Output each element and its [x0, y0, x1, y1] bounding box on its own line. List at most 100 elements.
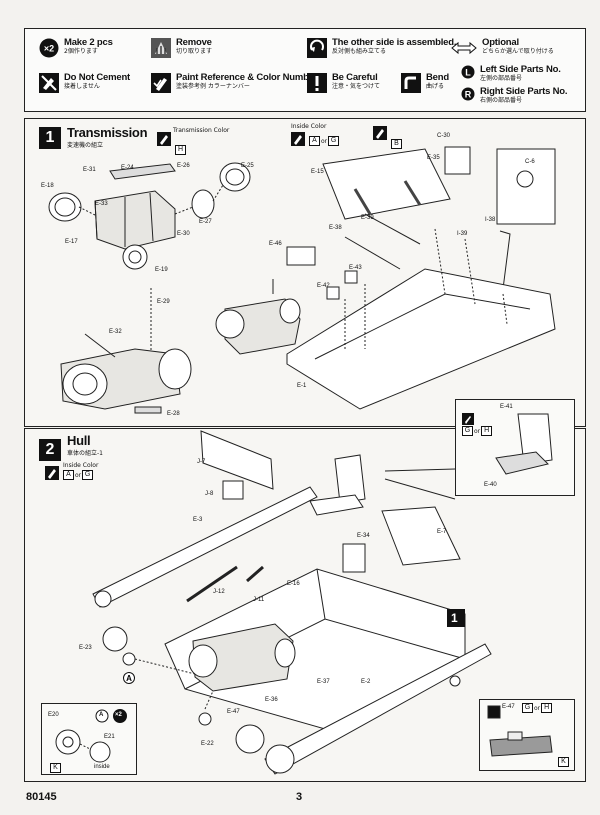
paint-code: B	[391, 139, 402, 149]
or-word: or	[534, 704, 541, 712]
legend-jp: 右側の部品番号	[480, 96, 523, 104]
part-label: E-37	[317, 679, 330, 685]
paint-code: G	[328, 136, 340, 146]
transmission-color-label: Transmission Color	[173, 127, 230, 134]
paint-reference-icon	[373, 125, 387, 144]
part-label: E-7	[437, 529, 447, 535]
part-label: C-6	[525, 159, 535, 165]
paint-code: A	[63, 470, 74, 480]
part-label: E-38	[329, 225, 342, 231]
other-side-icon	[307, 38, 327, 58]
part-label: E-15	[311, 169, 324, 175]
part-label: E-41	[500, 404, 513, 410]
marker-a-letter: A	[126, 674, 132, 683]
part-label: E-39	[361, 215, 374, 221]
legend-jp: どちらか選んで取り付ける	[482, 47, 554, 55]
marker-a: A	[123, 669, 135, 688]
paint-code: H	[175, 145, 186, 155]
transmission-color-code: H	[175, 136, 186, 155]
part-label: E-30	[177, 231, 190, 237]
part-label: J-11	[253, 597, 265, 603]
legend-label: Be Careful	[332, 72, 378, 83]
tool-color-codes: G or H	[522, 703, 553, 713]
part-label: E-31	[83, 167, 96, 173]
step-2-panel: 2 Hull 車体の組立-1 Inside Color A or G E-41 …	[24, 399, 586, 782]
optional-arrow-icon	[451, 38, 477, 58]
part-label: E-47	[227, 709, 240, 715]
part-label: E-29	[157, 299, 170, 305]
legend-jp: 曲げる	[426, 82, 445, 90]
part-label: E-47	[502, 704, 515, 710]
marker-a: A	[99, 712, 104, 718]
k-code: K	[50, 754, 61, 773]
legend-label: Left Side Parts No.	[480, 64, 561, 75]
legend-label: Remove	[176, 37, 212, 48]
tool-detail-drawing	[487, 705, 553, 757]
right-side-icon: R	[461, 87, 475, 101]
legend-jp: 左側の部品番号	[480, 74, 523, 82]
step-2-title: Hull	[67, 433, 91, 448]
inside-color-b: B	[391, 130, 402, 149]
part-label: E-24	[121, 165, 134, 171]
part-label: E-17	[65, 239, 78, 245]
part-label: J-7	[197, 459, 206, 465]
qty-x2: ×2	[115, 712, 122, 718]
legend-label: Optional	[482, 37, 519, 48]
part-label: E20	[48, 712, 59, 718]
part-label: E-26	[177, 163, 190, 169]
legend-right-side: R Right Side Parts No.右側の部品番号	[461, 87, 568, 104]
legend-jp: 2個作ります	[64, 47, 98, 55]
part-label: E-22	[201, 741, 214, 747]
paint-reference-icon	[45, 465, 59, 484]
legend-jp: 塗装参考例 カラーナンバー	[176, 82, 250, 90]
paint-code: G	[82, 470, 94, 480]
paint-code: K	[50, 763, 61, 773]
part-label: E-25	[241, 163, 254, 169]
tool-detail-box: E-47 G or H K	[479, 699, 575, 771]
part-label: E-40	[484, 482, 497, 488]
paint-code: H	[481, 426, 493, 436]
page-number: 3	[296, 791, 303, 803]
legend-label: Do Not Cement	[64, 72, 131, 83]
part-label: E-34	[357, 533, 370, 539]
part-label: C-30	[437, 133, 451, 139]
be-careful-icon	[307, 73, 327, 93]
part-label: E-46	[269, 241, 282, 247]
legend-other-side: The other side is assembled.反対側も組み立てる	[307, 38, 456, 58]
paint-reference-icon	[151, 73, 171, 93]
part-label: E21	[104, 734, 115, 740]
part-label: E-3	[193, 517, 203, 523]
legend-label: Bend	[426, 72, 449, 83]
step-1-panel: 1 Transmission 変速機の組立 Transmission Color…	[24, 118, 586, 427]
legend-jp: 注意・気をつけて	[332, 82, 381, 90]
legend-jp: 切り取ります	[176, 47, 213, 55]
inside-color-label: Inside Color	[63, 462, 99, 469]
or-word: or	[75, 471, 82, 479]
step-1-subtitle: 変速機の組立	[67, 142, 104, 149]
inside-color-codes: A or G	[63, 470, 94, 480]
drive-detail-drawing	[55, 709, 127, 763]
left-side-letter: L	[465, 68, 471, 78]
step-2-drawing	[92, 430, 492, 775]
right-side-letter: R	[465, 90, 472, 100]
part-label: E-18	[41, 183, 54, 189]
paint-reference-icon	[462, 410, 474, 429]
legend-jp: 接着しません	[64, 82, 100, 90]
paint-code: H	[541, 703, 553, 713]
part-label: E-16	[287, 581, 300, 587]
step-1-number: 1	[39, 127, 61, 149]
bend-icon	[401, 73, 421, 93]
inside-color-codes: A or G	[309, 136, 340, 146]
left-side-icon: L	[461, 65, 475, 79]
legend-left-side: L Left Side Parts No.左側の部品番号	[461, 65, 561, 82]
paint-code: G	[522, 703, 533, 713]
part-label: E-43	[349, 265, 362, 271]
paint-code: A	[309, 136, 320, 146]
ref-step-number: 1	[451, 611, 458, 625]
